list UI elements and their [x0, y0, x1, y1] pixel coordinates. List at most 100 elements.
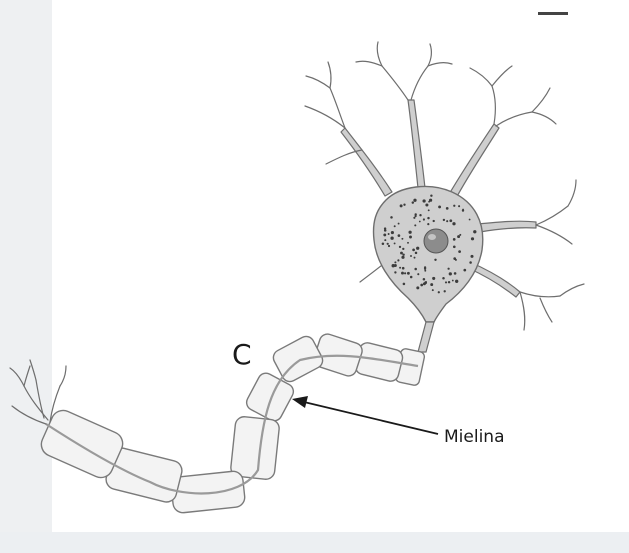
granule	[444, 290, 446, 292]
granule	[425, 203, 428, 206]
granule	[419, 221, 421, 223]
granule	[387, 243, 389, 245]
granule	[400, 252, 403, 255]
granule	[403, 204, 405, 206]
granule	[427, 223, 429, 225]
granule	[443, 219, 445, 221]
myelin-segment	[230, 416, 280, 480]
granule	[382, 242, 385, 245]
granule	[408, 231, 411, 234]
granule	[432, 277, 435, 280]
granule	[388, 245, 390, 247]
granule	[401, 256, 404, 259]
axon-hillock	[418, 322, 434, 352]
granule	[449, 219, 452, 222]
granule	[445, 281, 447, 283]
granule	[438, 291, 440, 293]
myelin-pointer-arrow	[292, 396, 438, 434]
granule	[428, 209, 430, 211]
granule	[432, 289, 434, 291]
granule	[454, 272, 457, 275]
granule	[470, 255, 473, 258]
granule	[428, 201, 430, 203]
cell-body	[374, 186, 483, 322]
granule	[420, 284, 423, 287]
granule	[424, 266, 426, 268]
granule	[394, 225, 396, 227]
granule	[458, 205, 460, 207]
granule	[446, 220, 448, 222]
granule	[458, 250, 461, 253]
granule	[394, 242, 396, 244]
myelin-segment	[271, 334, 326, 385]
granule	[384, 227, 386, 229]
granule	[407, 242, 409, 244]
scan-mark-top	[538, 12, 568, 15]
scan-strip-bottom	[0, 532, 629, 553]
granule	[434, 259, 436, 261]
granule	[427, 217, 429, 219]
granule	[453, 245, 456, 248]
label-myelin: Mielina	[444, 427, 505, 447]
granule	[423, 278, 426, 281]
granule	[391, 231, 394, 234]
granule	[388, 233, 390, 235]
granule	[398, 223, 400, 225]
granule	[394, 261, 396, 263]
granule	[469, 219, 471, 221]
granule	[457, 235, 460, 238]
granule	[424, 270, 426, 272]
granule	[463, 269, 466, 272]
granule	[383, 233, 386, 236]
granule	[455, 280, 458, 283]
granule	[442, 277, 445, 280]
granule	[469, 261, 472, 264]
granule	[433, 220, 435, 222]
granule	[410, 255, 412, 257]
granule	[390, 237, 393, 240]
granule	[401, 272, 404, 275]
granule	[413, 217, 415, 219]
granule	[446, 207, 449, 210]
granule	[414, 199, 416, 201]
scan-strip-left	[0, 0, 52, 553]
granule	[401, 238, 403, 240]
granule	[400, 204, 403, 207]
granule	[402, 267, 405, 270]
granule	[452, 222, 455, 225]
granule	[384, 239, 386, 241]
granule	[430, 194, 432, 196]
label-c: C	[232, 338, 252, 371]
granule	[447, 268, 449, 270]
granule	[448, 281, 450, 283]
granule	[414, 224, 416, 226]
granule	[453, 238, 456, 241]
granule	[410, 276, 413, 279]
granule	[416, 286, 419, 289]
granule	[416, 247, 419, 250]
granule	[417, 273, 419, 275]
granule	[452, 280, 454, 282]
granule	[399, 267, 401, 269]
granule	[399, 246, 401, 248]
granule	[392, 264, 395, 267]
granule	[414, 257, 416, 259]
granule	[422, 199, 425, 202]
granule	[415, 252, 418, 255]
granule	[407, 272, 410, 275]
granule	[473, 230, 476, 233]
granule	[419, 214, 421, 216]
granule	[449, 272, 452, 275]
granule	[412, 249, 415, 252]
granule	[394, 271, 396, 273]
granule	[398, 234, 401, 237]
granule	[402, 253, 404, 255]
granule	[425, 281, 427, 283]
granule	[462, 209, 464, 211]
granule	[414, 268, 417, 271]
granule	[412, 201, 414, 203]
granule	[404, 272, 406, 274]
granule	[453, 257, 456, 260]
granule	[423, 218, 425, 220]
